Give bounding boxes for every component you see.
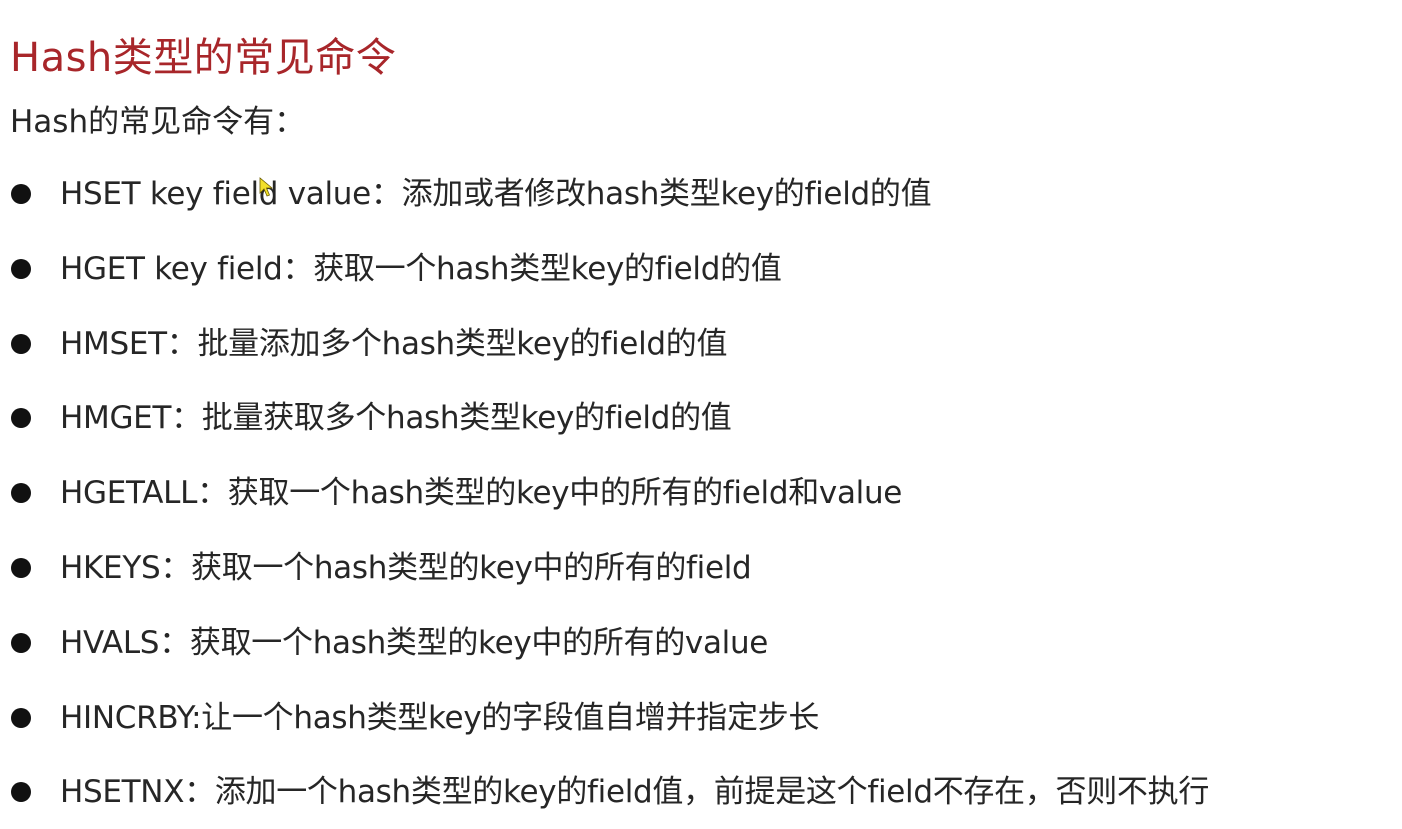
bullet-dot-icon	[11, 483, 31, 504]
slide-title: Hash类型的常见命令	[10, 34, 397, 81]
command-text: HGET key field：获取一个hash类型key的field的值	[60, 250, 782, 287]
command-text: HGETALL：获取一个hash类型的key中的所有的field和value	[60, 475, 903, 512]
command-text: HMGET：批量获取多个hash类型key的field的值	[60, 400, 732, 437]
command-text: HSETNX：添加一个hash类型的key的field值，前提是这个field不…	[60, 774, 1210, 811]
bullet-dot-icon	[11, 258, 31, 279]
bullet-dot-icon	[11, 707, 31, 728]
bullet-dot-icon	[11, 557, 31, 578]
command-text: HMSET：批量添加多个hash类型key的field的值	[60, 325, 728, 362]
command-text: HINCRBY:让一个hash类型key的字段值自增并指定步长	[60, 699, 820, 736]
bullet-dot-icon	[11, 333, 31, 354]
command-text: HKEYS：获取一个hash类型的key中的所有的field	[60, 549, 752, 586]
mouse-cursor-icon	[259, 177, 273, 197]
intro-text: Hash的常见命令有：	[10, 104, 306, 140]
bullet-dot-icon	[11, 782, 31, 803]
bullet-dot-icon	[11, 408, 31, 429]
bullet-dot-icon	[11, 184, 31, 204]
command-text: HVALS：获取一个hash类型的key中的所有的value	[60, 624, 769, 661]
bullet-dot-icon	[11, 632, 31, 653]
command-text: HSET key field value：添加或者修改hash类型key的fie…	[60, 176, 932, 212]
